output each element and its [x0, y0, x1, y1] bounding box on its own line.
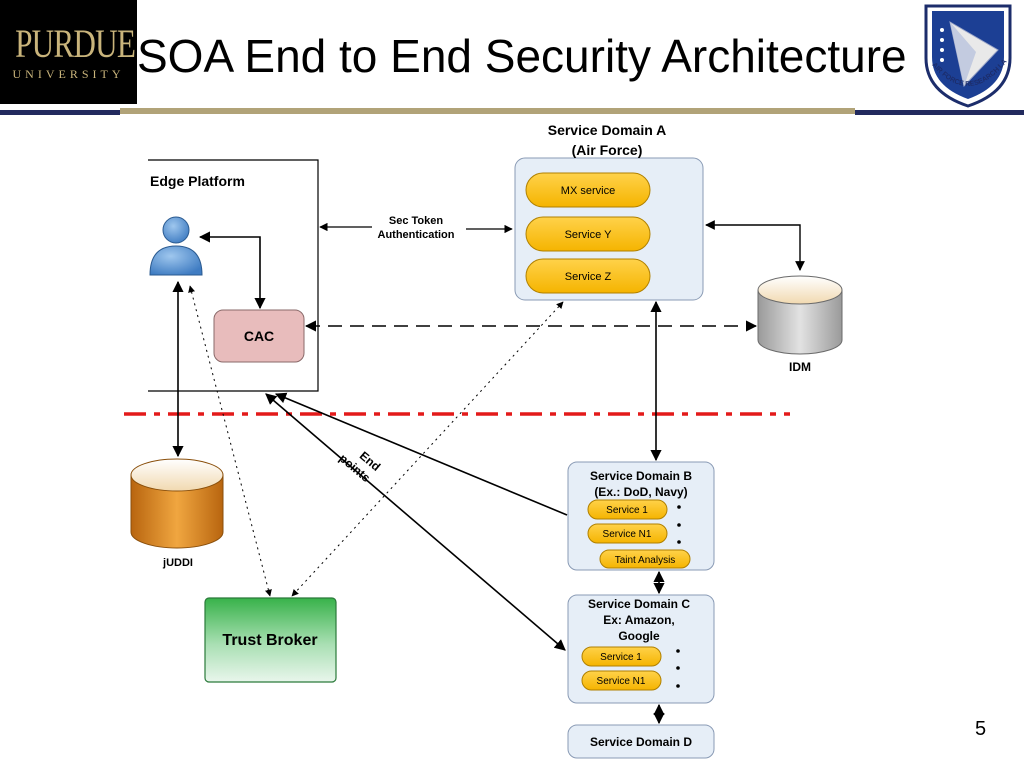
service-pill	[587, 499, 668, 520]
idm-label: IDM	[789, 360, 811, 374]
trust-broker-label: Trust Broker	[222, 632, 317, 649]
service-label: Service 1	[606, 505, 648, 516]
service-label: Service N1	[603, 529, 652, 540]
service-label: Service Z	[565, 271, 612, 283]
taint-analysis-pill	[599, 549, 691, 569]
service-domain-d-title: Service Domain D	[590, 735, 692, 749]
afrl-seal-icon: AIR FORCE RESEARCH LABORATORY	[912, 0, 1012, 108]
service-pill	[587, 523, 668, 544]
service-pill	[581, 670, 662, 691]
service-label: Service N1	[597, 676, 646, 687]
service-domain-a-title: Service Domain A	[548, 122, 667, 138]
sec-token-label: Sec Token	[389, 215, 443, 227]
service-pill	[525, 216, 651, 252]
header-rule	[0, 108, 1024, 116]
service-pill	[525, 258, 651, 294]
service-pill	[525, 172, 651, 208]
juddi-label: jUDDI	[162, 557, 193, 569]
purdue-logo: PURDUE UNIVERSITY	[0, 0, 137, 104]
service-domain-b-subtitle: (Ex.: DoD, Navy)	[594, 485, 687, 499]
purdue-logo-word: PURDUE	[15, 21, 136, 66]
service-domain-c-title: Service Domain C	[588, 597, 690, 611]
service-label: Service Y	[565, 229, 613, 241]
service-domain-d-box	[567, 724, 715, 759]
juddi-database-icon	[130, 458, 224, 549]
taint-analysis-label: Taint Analysis	[615, 555, 676, 566]
sec-token-sublabel: Authentication	[378, 229, 455, 241]
service-pill	[581, 646, 662, 667]
service-label: MX service	[561, 185, 615, 197]
idm-database-icon	[757, 275, 843, 355]
user-icon	[149, 216, 203, 276]
page-number: 5	[975, 718, 987, 740]
slide-title: SOA End to End Security Architecture	[137, 30, 907, 82]
service-domain-c-subtitle: Ex: Amazon,	[603, 613, 675, 627]
edge-platform-title: Edge Platform	[150, 173, 245, 189]
service-domain-a-subtitle: (Air Force)	[572, 142, 643, 158]
cac-label: CAC	[244, 328, 274, 344]
service-label: Service 1	[600, 652, 642, 663]
service-domain-b-title: Service Domain B	[590, 469, 692, 483]
service-domain-c-subtitle-2: Google	[618, 629, 660, 643]
purdue-logo-subtext: UNIVERSITY	[12, 67, 125, 81]
